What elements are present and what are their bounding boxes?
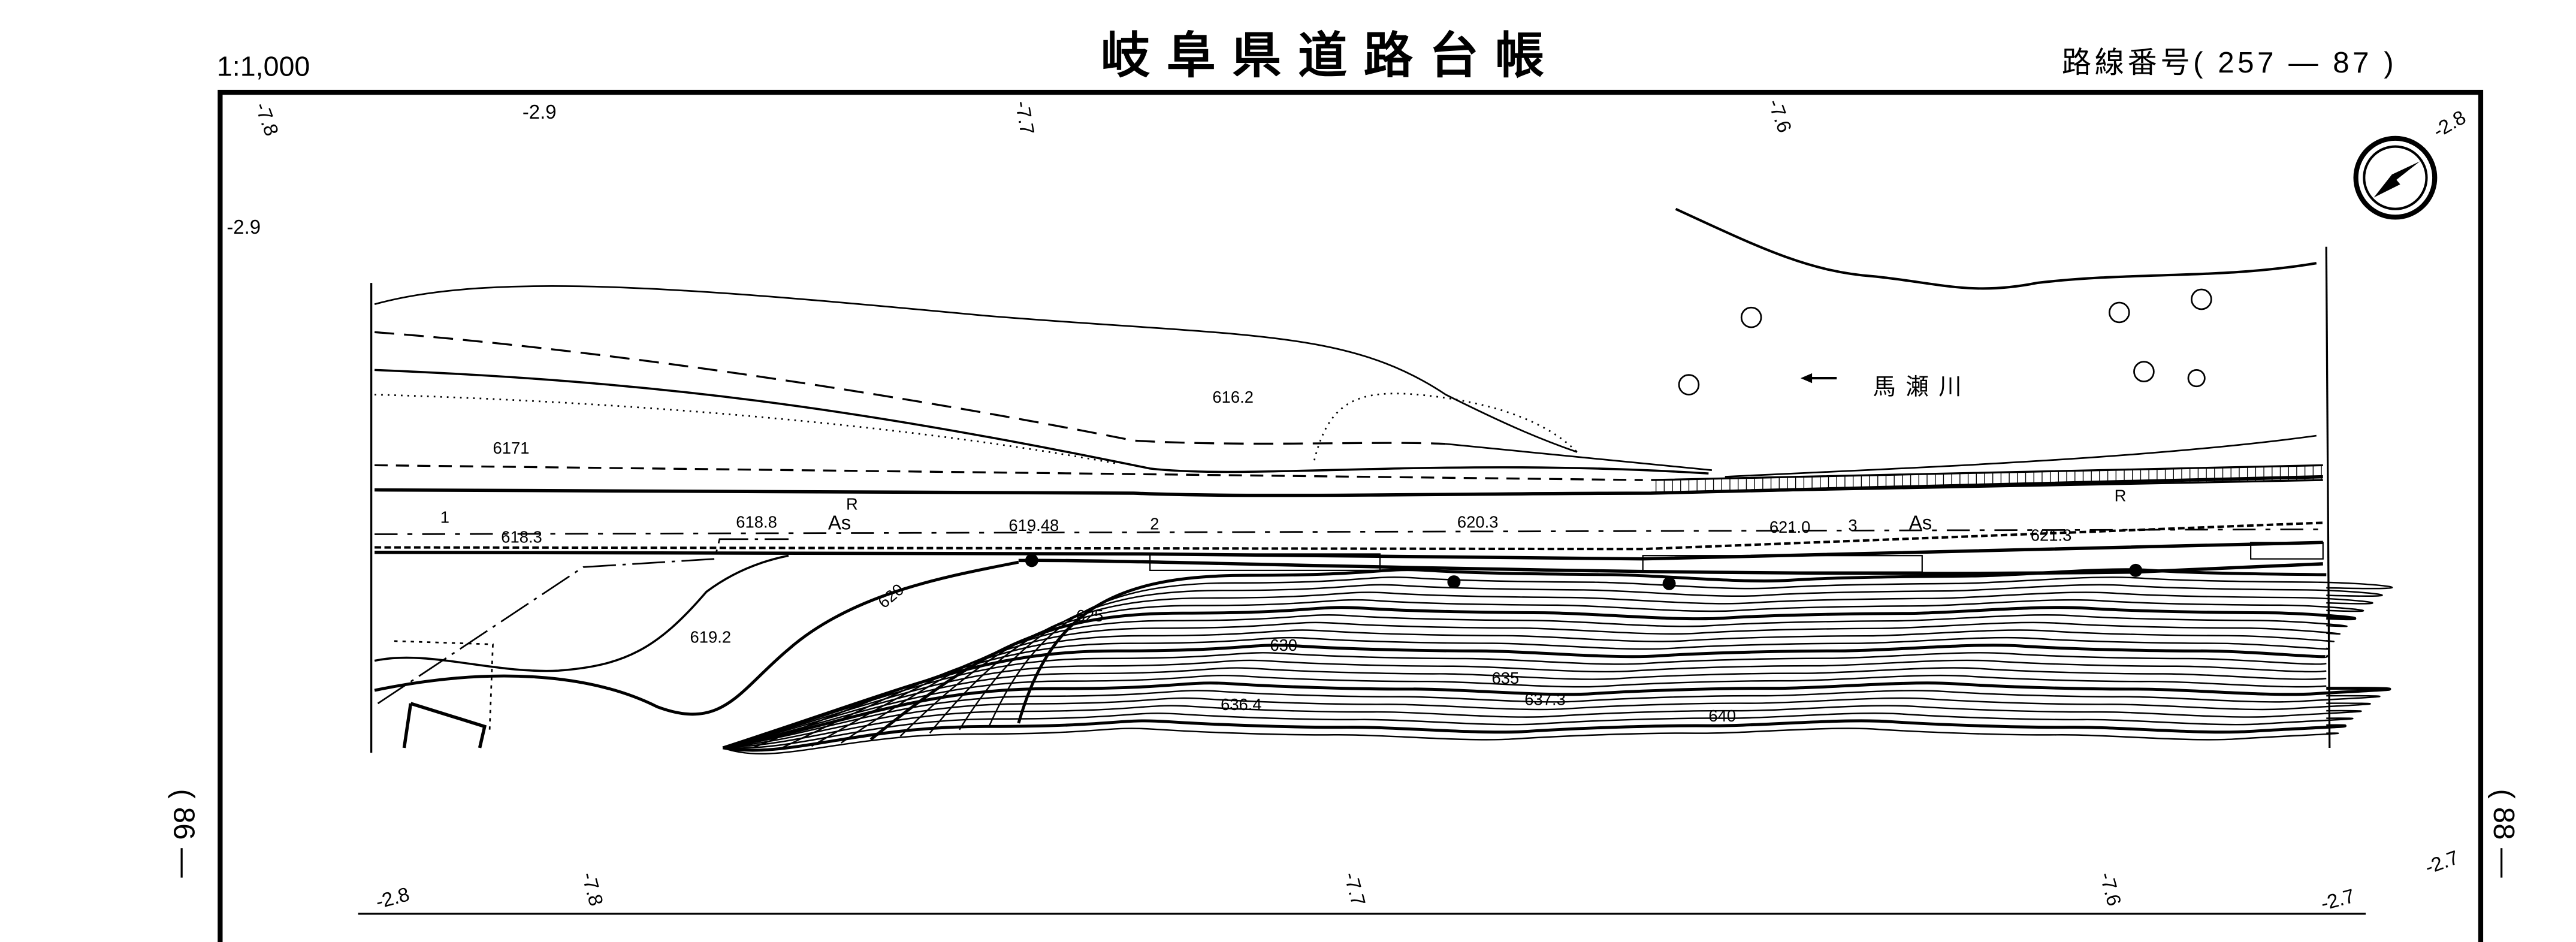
retaining-wall-hatch [1655,465,2322,493]
contour-line [752,636,2330,749]
slope-line [1725,434,2317,478]
right-sheet-link[interactable]: ( 88 — [2487,789,2520,878]
station-label: 1 [440,508,449,526]
grid-label: -2.7 [2318,884,2357,914]
contour-line [988,576,2393,727]
elevation-label: 619.48 [1008,516,1059,535]
station-label: 3 [1848,516,1857,535]
contour-line [811,621,2341,747]
grid-label: -7.8 [250,99,283,139]
contour-label: 635 [1491,669,1519,687]
grid-label: -2.9 [523,101,557,123]
contour-line [781,629,2335,749]
contour-line [869,606,2357,741]
contour-line [841,614,2348,744]
retaining-wall [2250,542,2324,560]
slope-line [375,394,1118,465]
scale-label: 1:1,000 [217,51,310,82]
contour-label: 620 [874,580,907,612]
slope-line [374,285,1578,453]
guard-line [375,464,1643,481]
boundary-line [394,640,494,732]
elevation-label: 618.8 [736,513,777,532]
elevation-label: 636.4 [1221,695,1262,714]
page-title: 岐阜県道路台帳 [1101,29,1561,83]
slope-line [374,331,1446,445]
svg-text:馬瀬川: 馬瀬川 [1873,375,1971,400]
contour-lines [722,568,2393,755]
contour-line [722,644,2329,750]
station-label: 2 [1150,514,1159,533]
grid-label: -7.7 [1011,99,1038,136]
road-centerline [375,528,2323,535]
road-edge-south [375,541,2323,561]
retaining-wall [1149,553,1381,571]
elevation-label: 621.0 [1769,518,1811,536]
grid-label: -2.9 [227,216,261,238]
contour-label: 625 [1076,606,1104,625]
contour-line [723,705,2362,749]
route-number: 路線番号( 257 — 87 ) [2062,46,2397,79]
contour-line [959,584,2383,730]
contour-line [722,652,2327,749]
utility-pole-icon [1025,554,2143,590]
tree-icon [1678,288,2212,395]
section-boundary [2325,246,2331,748]
contour-label: 630 [1270,636,1297,654]
grid-label: -2.7 [2422,846,2462,878]
contour-line [722,719,2347,752]
retaining-label: R [2115,487,2127,505]
elevation-label: 618.3 [501,527,542,546]
elevation-label: 637.3 [1524,690,1566,709]
surface-label: As [1909,511,1932,533]
elevation-label: 620.3 [1457,513,1499,532]
elevation-label: 6171 [493,439,530,457]
elevation-label: 621.3 [2031,526,2072,545]
contour-line [723,659,2327,749]
left-sheet-link[interactable]: ( 86 — [168,789,201,878]
contour-line [722,681,2391,750]
map-frame [218,89,2484,942]
grid-label: -7.7 [1340,869,1370,908]
contour-line [899,599,2364,737]
grid-label: -7.8 [578,869,608,908]
retaining-wall [1642,555,1923,573]
contour-line [722,727,2339,755]
boundary-line [377,538,789,705]
river-bank [1675,207,2317,290]
contour-line [374,554,789,672]
contour-line [1017,568,2327,724]
elevation-label: 619.2 [690,628,732,647]
road-shoulder [1018,558,2323,575]
contour-line [374,560,1019,716]
contour-line [723,690,2381,749]
slope-line [1445,443,1712,471]
contour-line [723,712,2354,749]
grid-label: -2.8 [373,883,412,913]
surface-label: As [828,511,851,533]
building [402,702,487,748]
contour-line [723,667,2327,749]
contour-line [723,697,2371,749]
grid-label: -7.6 [1764,96,1796,135]
retaining-label: R [846,494,858,513]
slope-line [1313,393,1578,461]
contour-line [929,591,2373,734]
river-label: 馬瀬川 [1800,373,1971,400]
slope-line [375,369,1709,475]
north-arrow-icon [2353,135,2438,220]
road-edge-north [375,475,2323,497]
grid-label: -7.6 [2095,869,2125,908]
contour-label: 640 [1708,707,1736,725]
elevation-label: 616.2 [1212,388,1254,406]
contour-line [723,674,2327,749]
grid-label: -2.8 [2429,105,2470,141]
